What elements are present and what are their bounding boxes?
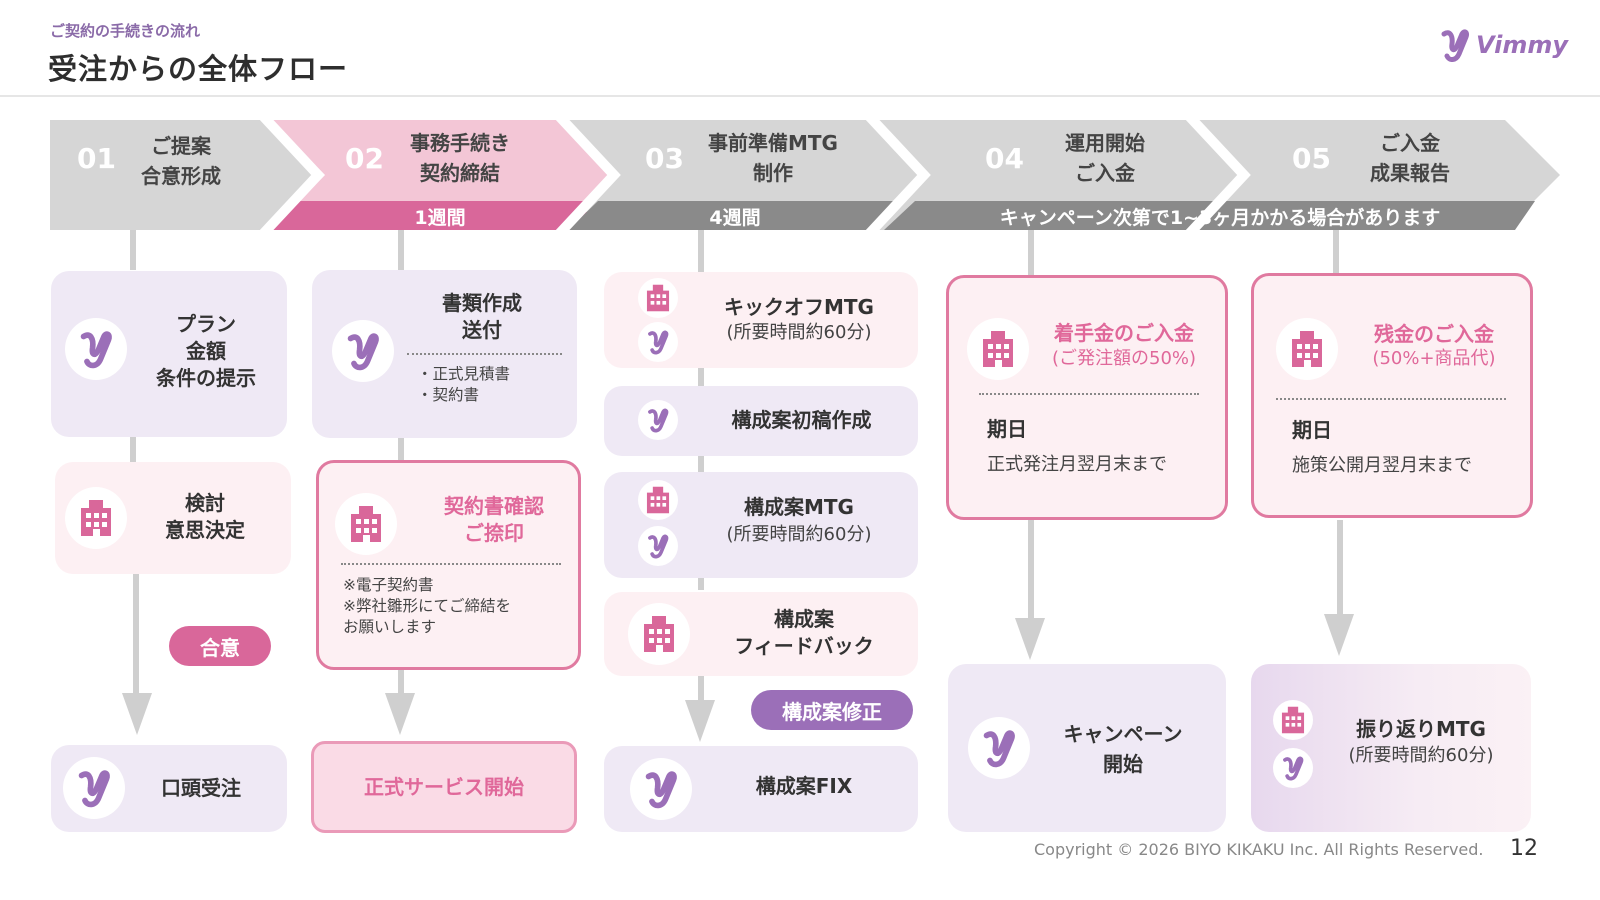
kickoff-mtg-title: キックオフMTG [724, 295, 874, 319]
building-icon [1273, 700, 1313, 740]
feedback-text: 構成案フィードバック [734, 607, 874, 658]
divider [979, 393, 1199, 395]
balance-due-date: 施策公開月翌月末まで [1292, 455, 1472, 476]
document-prep-title: 書類作成送付 [442, 291, 522, 342]
review-mtg-card: 振り返りMTG (所要時間約60分) [1251, 664, 1531, 832]
kickoff-mtg-duration: (所要時間約60分) [726, 322, 872, 343]
page-title: 受注からの全体フロー [48, 52, 349, 86]
vimmy-icon [65, 318, 127, 380]
contract-notes: ※電子契約書※弊社雛形にてご締結をお願いします [343, 576, 511, 636]
deposit-due-label: 期日 [987, 417, 1027, 441]
balance-due-label: 期日 [1292, 418, 1332, 442]
vimmy-icon [63, 757, 125, 819]
balance-rate: (50%+商品代) [1372, 348, 1496, 369]
building-icon [967, 318, 1029, 380]
vimmy-icon [638, 322, 678, 362]
phase-01-number: 01 [77, 142, 116, 175]
page-number: 12 [1510, 836, 1538, 861]
document-list: ・正式見積書・契約書 [417, 365, 511, 404]
contract-seal-card: 契約書確認ご捺印 ※電子契約書※弊社雛形にてご締結をお願いします [316, 460, 581, 670]
review-mtg-title: 振り返りMTG [1356, 717, 1486, 741]
phase-05-label: ご入金成果報告 [1370, 131, 1450, 185]
contract-seal-title: 契約書確認ご捺印 [444, 494, 544, 545]
building-icon [628, 603, 690, 665]
vimmy-icon [630, 758, 692, 820]
draft-mtg-duration: (所要時間約60分) [726, 524, 872, 545]
phase-04-label: 運用開始ご入金 [1065, 131, 1145, 185]
deposit-rate: (ご発注額の50%) [1051, 348, 1197, 369]
vimmy-icon [968, 717, 1030, 779]
divider [341, 563, 561, 565]
review-mtg-duration: (所要時間約60分) [1348, 745, 1494, 766]
campaign-start-text: キャンペーン開始 [1063, 722, 1183, 776]
vimmy-icon [332, 320, 394, 382]
band-4weeks [568, 201, 905, 230]
brand-logo: Vimmy [1440, 28, 1568, 62]
feedback-card: 構成案フィードバック [604, 592, 918, 676]
draft-mtg-card: 構成案MTG (所要時間約60分) [604, 472, 918, 578]
service-start-text: 正式サービス開始 [364, 775, 524, 799]
verbal-order-card: 口頭受注 [51, 745, 287, 832]
vimmy-logo-icon [1441, 29, 1469, 62]
band-4weeks-label: 4週間 [709, 207, 761, 229]
verbal-order-text: 口頭受注 [161, 776, 241, 800]
band-1week-label: 1週間 [414, 207, 466, 229]
building-icon [335, 493, 397, 555]
draft-creation-text: 構成案初稿作成 [731, 408, 872, 432]
copyright: Copyright © 2026 BIYO KIKAKU Inc. All Ri… [1034, 840, 1484, 859]
phase-01-label: ご提案合意形成 [141, 134, 221, 188]
balance-title: 残金のご入金 [1374, 322, 1494, 346]
building-icon [638, 278, 678, 318]
deposit-due-date: 正式発注月翌月末まで [987, 454, 1167, 475]
phase-05-number: 05 [1292, 142, 1331, 175]
draft-fix-text: 構成案FIX [755, 774, 853, 798]
vimmy-icon [638, 526, 678, 566]
revision-pill: 構成案修正 [751, 690, 913, 730]
campaign-start-card: キャンペーン開始 [948, 664, 1226, 832]
header-divider [0, 95, 1600, 97]
phase-02-label: 事務手続き契約締結 [410, 131, 510, 185]
draft-mtg-title: 構成案MTG [744, 495, 854, 519]
draft-creation-card: 構成案初稿作成 [604, 386, 918, 456]
phase-chevrons [50, 111, 1560, 239]
vimmy-icon [638, 400, 678, 440]
page-subtitle: ご契約の手続きの流れ [50, 22, 201, 40]
document-prep-card: 書類作成送付 ・正式見積書・契約書 [312, 270, 577, 438]
proposal-text: プラン金額条件の提示 [156, 312, 256, 390]
band-campaign-label: キャンペーン次第で1~3ヶ月かかる場合があります [999, 207, 1441, 229]
building-icon [65, 487, 127, 549]
phase-02-number: 02 [345, 142, 384, 175]
phase-01-chevron [50, 120, 315, 230]
review-decision-card: 検討意思決定 [55, 462, 291, 574]
review-decision-text: 検討意思決定 [165, 491, 245, 542]
deposit-payment-card: 着手金のご入金 (ご発注額の50%) 期日 正式発注月翌月末まで [946, 275, 1228, 520]
phase-04-number: 04 [985, 142, 1024, 175]
building-icon [638, 480, 678, 520]
balance-payment-card: 残金のご入金 (50%+商品代) 期日 施策公開月翌月末まで [1251, 273, 1533, 518]
agreement-pill: 合意 [169, 626, 271, 666]
phase-03-number: 03 [645, 142, 684, 175]
draft-fix-card: 構成案FIX [604, 746, 918, 832]
proposal-card: プラン金額条件の提示 [51, 271, 287, 437]
kickoff-mtg-card: キックオフMTG (所要時間約60分) [604, 272, 918, 368]
divider [1276, 398, 1506, 400]
building-icon [1276, 318, 1338, 380]
brand-name: Vimmy [1476, 31, 1569, 59]
vimmy-icon [1273, 748, 1313, 788]
divider [407, 353, 562, 355]
band-1week [270, 201, 588, 230]
deposit-title: 着手金のご入金 [1054, 321, 1194, 345]
service-start-card: 正式サービス開始 [311, 741, 577, 833]
